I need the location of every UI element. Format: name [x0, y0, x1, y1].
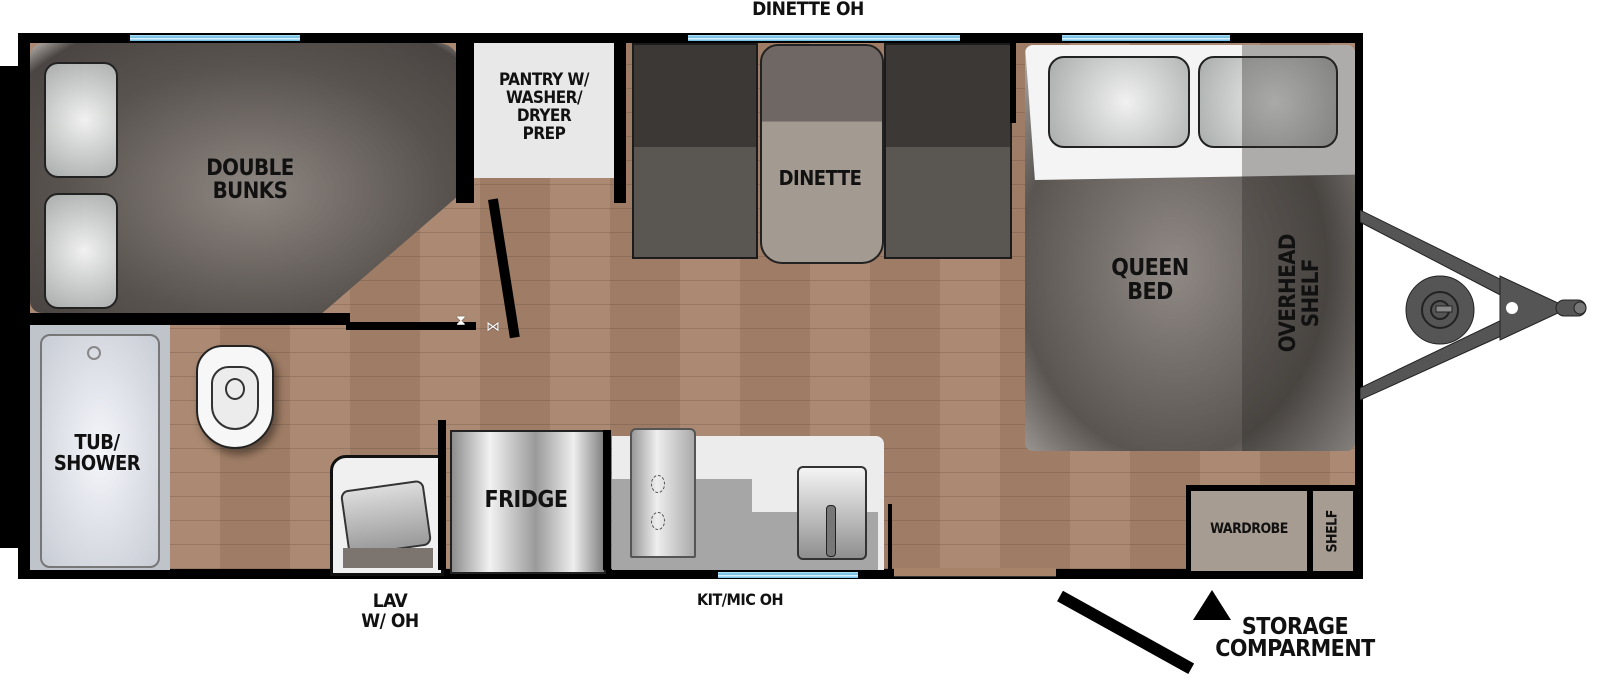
window-dinette	[688, 35, 960, 41]
rear-bumper	[0, 66, 20, 548]
toilet-drain	[225, 378, 245, 400]
wardrobe-label: WARDROBE	[1210, 521, 1288, 537]
bed-pillow-right	[1198, 56, 1338, 148]
lav-basin	[339, 479, 433, 557]
dinette-overhead-label: DINETTE OH	[752, 0, 864, 20]
window-kitchen	[718, 572, 858, 578]
lav-cabinet	[343, 548, 433, 568]
shelf-label: SHELF	[1324, 510, 1341, 553]
bed-pillow-left	[1048, 56, 1190, 148]
tub-drain-icon	[87, 346, 101, 360]
pantry[interactable]	[474, 43, 614, 178]
stove-oven[interactable]	[630, 428, 696, 558]
storage-compartment-label: STORAGE COMPARMENT	[1215, 614, 1375, 662]
dinette-seat-right[interactable]	[884, 43, 1012, 259]
kitchen-microwave-overhead-label: KIT/MIC OH	[696, 590, 784, 609]
hitch-a-frame-icon	[1360, 209, 1587, 401]
entry-door-opening[interactable]	[894, 568, 1056, 577]
burner-icon	[651, 475, 665, 493]
shelf[interactable]	[1313, 491, 1353, 571]
wardrobe[interactable]	[1191, 491, 1307, 571]
tub-shower-label: TUB/ SHOWER	[53, 430, 141, 475]
dinette-seat-left[interactable]	[632, 43, 758, 259]
bath-door-handle-icon: ⋈	[486, 318, 500, 334]
fridge[interactable]	[450, 430, 606, 574]
bath-door-hinge-icon: ⧗	[456, 312, 466, 328]
entry-door-jamb	[888, 504, 892, 576]
dinette-label: DINETTE	[778, 166, 862, 190]
bunk-pillow-bottom	[44, 193, 118, 309]
lav-overhead-label: LAV W/ OH	[361, 590, 419, 632]
bedroom-wall	[1010, 43, 1016, 123]
window-bunks	[130, 35, 300, 41]
storage-marker-icon	[1193, 590, 1231, 620]
lav-wall	[438, 420, 446, 570]
entry-door[interactable]	[1057, 590, 1195, 674]
fridge-wall	[603, 430, 611, 570]
dinette-table[interactable]	[760, 44, 884, 264]
burner-icon	[651, 512, 665, 530]
bath-door-wall	[346, 322, 476, 330]
pantry-label: PANTRY W/ WASHER/ DRYER PREP	[499, 70, 589, 144]
tub-basin	[40, 334, 160, 568]
pantry-wall	[614, 43, 626, 203]
fridge-label: FRIDGE	[484, 487, 568, 513]
front-wall	[1355, 33, 1363, 579]
window-bedroom	[1062, 35, 1230, 41]
overhead-shelf	[1242, 45, 1355, 451]
bunk-wall	[456, 43, 474, 203]
double-bunks-label: DOUBLE BUNKS	[206, 156, 294, 205]
overhead-shelf-label: OVERHEAD SHELF	[1275, 234, 1324, 353]
bunk-pillow-top	[44, 62, 118, 178]
faucet-icon	[826, 505, 836, 557]
bath-upper-wall	[30, 313, 350, 325]
queen-bed-label: QUEEN BED	[1111, 255, 1189, 306]
